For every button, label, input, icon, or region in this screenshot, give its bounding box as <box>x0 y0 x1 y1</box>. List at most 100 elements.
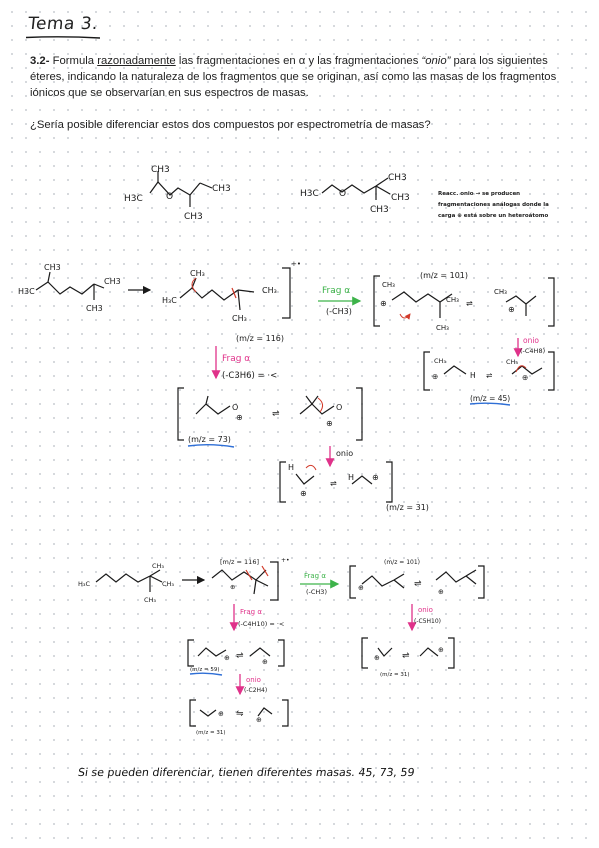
scheme2-ion-59-mass: (m/z = 59) <box>190 667 220 673</box>
scheme2-ion-31-right-mass: (m/z = 31) <box>380 672 410 678</box>
problem-statement: 3.2- Formula razonadamente las fragmenta… <box>30 53 575 101</box>
scheme1-ion101-ch3d: CH₃ <box>494 288 507 296</box>
scheme1-ion-73-underline <box>187 444 235 448</box>
ether2-top-group: CH3 <box>388 173 407 183</box>
problem-underlined-word: razonadamente <box>97 55 176 67</box>
scheme1-ion101-oplus: ⊕ <box>508 305 515 314</box>
problem-italic-word: “onio” <box>421 55 451 67</box>
scheme1-onio-label: onio <box>523 336 539 345</box>
scheme2-radical-mark: +• <box>281 557 290 564</box>
scheme1-mol-left: H3C <box>18 287 35 296</box>
question: ¿Sería posible diferenciar estos dos com… <box>30 119 431 131</box>
scheme1-ion-45-underline <box>469 402 511 406</box>
scheme2-ion101-plus: ⊕ <box>358 584 364 592</box>
scheme1-ion45-oplus: ⊕ <box>522 373 528 382</box>
scheme1-onio-loss: (-C4H8) <box>520 347 545 355</box>
ether2-right-group: CH3 <box>391 193 410 203</box>
ether1-structure <box>149 171 213 207</box>
scheme1-ion-31-mass: (m/z = 31) <box>386 503 429 512</box>
scheme1-start-molecule <box>35 271 105 300</box>
scheme1-red-curved-arrow <box>191 277 197 293</box>
scheme1-rc-right: CH₃ <box>262 286 277 295</box>
problem-text-1: Formula <box>52 55 95 67</box>
scheme2-frag-alpha-label: Frag α <box>304 572 326 580</box>
scheme1-ion31-h: H <box>288 463 294 472</box>
scheme2-ion-31-right <box>361 637 455 669</box>
scheme1-ion45-plus: ⊕ <box>432 372 438 381</box>
scheme1-ion31-plus: ⊕ <box>300 489 307 498</box>
scheme1-ion73-o2: O <box>336 403 342 412</box>
scheme1-ion73-red-arrow <box>317 397 324 413</box>
scheme2-frag-alpha2-loss: (-C4H10) = ·< <box>238 620 284 628</box>
ether1-top-group: CH3 <box>151 165 170 175</box>
problem-text-3: para los siguientes éteres, indicando la… <box>30 55 557 99</box>
scheme1-ion101-ch3b: CH₃ <box>446 296 459 304</box>
scheme2-ion59-plus: ⊕ <box>224 654 230 662</box>
scheme2-ion-59 <box>187 639 285 667</box>
ether2-structure <box>321 177 391 200</box>
scheme2-ion31-plus: ⊕ <box>218 710 224 718</box>
scheme2-onio-loss: (-C5H10) <box>414 618 441 625</box>
scheme1-ion101-ch3: CH₃ <box>382 281 395 289</box>
ether2-left-group: H3C <box>300 189 319 199</box>
scheme1-rc-bottom: CH₃ <box>232 314 247 323</box>
scheme1-frag-alpha-label: Frag α <box>322 286 350 296</box>
scheme1-frag-alpha-loss: (-CH3) <box>326 307 352 316</box>
scheme2-cleavage-mark-2 <box>261 565 269 577</box>
scheme1-rc-top: CH₃ <box>190 269 205 278</box>
scheme2-ion-101 <box>349 565 485 599</box>
scheme2-mol-top: CH₃ <box>152 562 164 570</box>
note-line-1: Reacc. onio → se producen <box>438 191 520 197</box>
scheme1-ion-101 <box>373 275 555 327</box>
note-line-2: fragmentaciones análogas donde la <box>438 201 549 208</box>
scheme1-resonance-2: ⇌ <box>486 371 492 380</box>
scheme2-ion-31-mass: (m/z = 31) <box>196 730 226 736</box>
scheme1-ion101-red-arrow <box>399 313 411 320</box>
scheme2-parent-mass: [m/z = 116] <box>220 558 259 566</box>
scheme2-frag-alpha-loss: (-CH3) <box>306 588 327 596</box>
ether1-oxygen: O <box>166 192 173 202</box>
scheme2-ion31r-oplus: ⊕ <box>438 646 444 654</box>
scheme1-mol-top: CH3 <box>44 263 61 272</box>
scheme1-radical-mark: +• <box>291 260 301 268</box>
scheme1-mol-bottom: CH3 <box>86 304 103 313</box>
scheme1-rc-left: H₃C <box>162 296 177 305</box>
conclusion: Si se pueden diferenciar, tienen diferen… <box>77 766 416 779</box>
scheme1-ion-73-mass: (m/z = 73) <box>188 435 231 444</box>
scheme2-onio2-label: onio <box>246 676 261 684</box>
scheme2-mol-right: CH₃ <box>162 580 174 588</box>
scheme1-ion73-plus: ⊕ <box>236 413 243 422</box>
scheme2-resonance-1: ⇌ <box>414 579 422 589</box>
scheme2-start-molecule <box>95 569 163 592</box>
scheme2-mol-left: H₃C <box>78 580 90 588</box>
scheme2-ion31-oplus: ⊕ <box>256 716 262 724</box>
scheme1-ion101-ch3c: CH₃ <box>436 324 449 332</box>
scheme2-ion-31 <box>189 699 289 727</box>
title-underline <box>26 36 100 39</box>
ether1-left-group: H3C <box>124 194 143 204</box>
scheme1-frag-alpha2-loss: (-C3H6) = ·< <box>222 371 277 381</box>
scheme1-onio2-label: onio <box>336 449 353 458</box>
scheme2-resonance-4: ⇋ <box>236 709 244 719</box>
scheme1-ion45-ch3: CH₃ <box>434 357 446 365</box>
scheme1-ion73-oplus: ⊕ <box>326 419 333 428</box>
scheme1-ion45-h: H <box>470 371 476 380</box>
scheme1-ion31-h2: H <box>348 473 354 482</box>
scheme1-ion73-o: O <box>232 403 238 412</box>
ether1-bottom-group: CH3 <box>184 212 203 222</box>
ether1-right-group: CH3 <box>212 184 231 194</box>
scheme1-parent-mass: (m/z = 116) <box>236 334 284 343</box>
scheme2-ion59-oplus: ⊕ <box>262 658 268 666</box>
scheme1-ion-45-mass: (m/z = 45) <box>470 394 510 403</box>
scheme1-radical-cation <box>179 267 291 319</box>
scheme1-ion-101-mass: (m/z = 101) <box>420 271 468 280</box>
problem-number: 3.2- <box>30 55 50 67</box>
scheme1-ion101-plus: ⊕ <box>380 299 387 308</box>
scheme1-ion45-red-arrow <box>515 365 527 373</box>
problem-text-2: las fragmentaciones en α y las fragmenta… <box>178 55 419 67</box>
scheme2-ion101-oplus: ⊕ <box>438 588 444 596</box>
scheme1-mol-right: CH3 <box>104 277 121 286</box>
scheme2-radical-cation <box>211 561 279 601</box>
scheme2-resonance-3: ⇌ <box>236 651 244 661</box>
